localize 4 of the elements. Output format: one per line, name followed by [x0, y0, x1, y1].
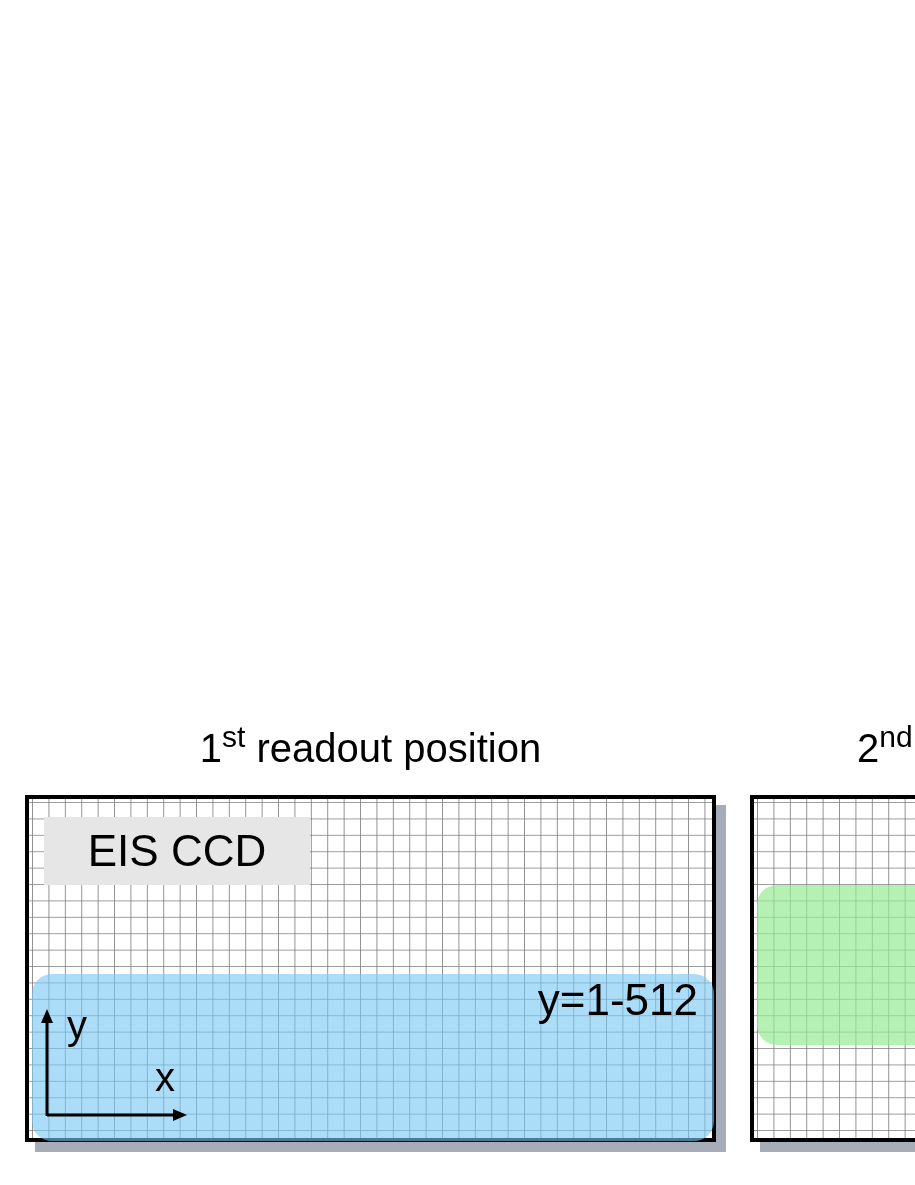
axis-label: x	[155, 1057, 175, 1097]
panel-title: 1$^{st}$ readout position	[199, 728, 542, 772]
label-box: EIS CCD	[44, 817, 310, 885]
axis-label: y	[67, 1005, 87, 1045]
